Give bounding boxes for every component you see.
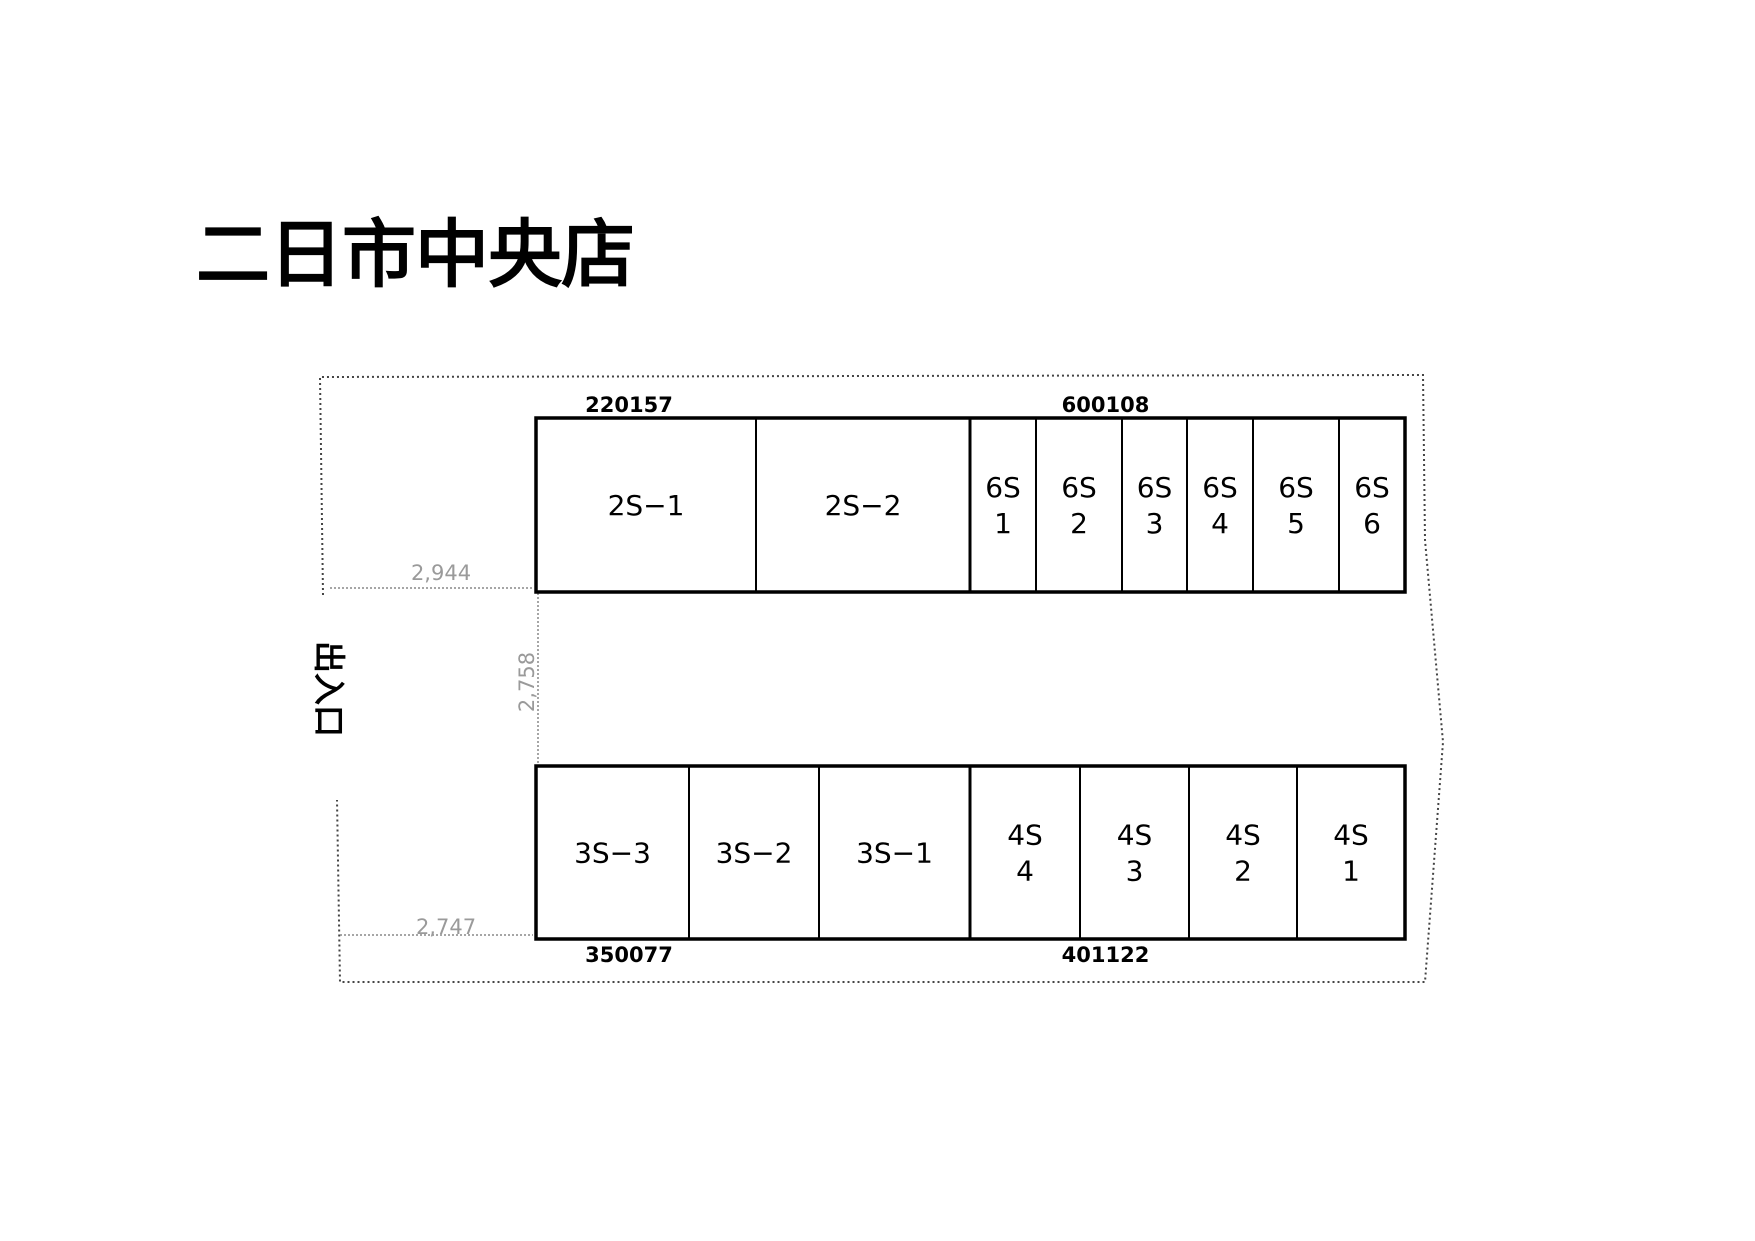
storage-unit[interactable]: 3S−2	[688, 765, 820, 940]
unit-outline	[1186, 417, 1254, 593]
unit-outline	[1079, 765, 1190, 940]
unit-outline	[1338, 417, 1406, 593]
unit-label: 3S−3	[574, 837, 651, 870]
unit-label: 3	[1126, 855, 1144, 888]
unit-label: 4S	[1333, 819, 1369, 852]
unit-label: 2S−2	[825, 489, 902, 522]
unit-label: 3S−1	[856, 837, 933, 870]
unit-outline	[969, 765, 1081, 940]
group-code-label: 600108	[1062, 393, 1150, 417]
storage-unit[interactable]: 6S3	[1121, 417, 1188, 593]
site-boundary	[318, 373, 1445, 983]
unit-label: 6S	[1278, 471, 1314, 504]
storage-unit[interactable]: 6S1	[969, 417, 1037, 593]
storage-unit[interactable]: 4S1	[1296, 765, 1406, 940]
storage-unit[interactable]: 6S5	[1252, 417, 1340, 593]
unit-label: 2	[1234, 855, 1252, 888]
unit-label: 4	[1016, 855, 1034, 888]
unit-label: 6S	[1354, 471, 1390, 504]
unit-label: 6	[1363, 507, 1381, 540]
unit-label: 6S	[1061, 471, 1097, 504]
unit-outline	[688, 765, 820, 940]
unit-label: 5	[1287, 507, 1305, 540]
unit-label: 6S	[1202, 471, 1238, 504]
unit-label: 4S	[1117, 819, 1153, 852]
storage-unit[interactable]: 4S3	[1079, 765, 1190, 940]
unit-label: 4S	[1007, 819, 1043, 852]
page-title: 二日市中央店	[196, 212, 635, 298]
unit-outline	[1121, 417, 1188, 593]
unit-label: 6S	[1137, 471, 1173, 504]
unit-label: 2S−1	[608, 489, 685, 522]
group-code-label: 401122	[1062, 943, 1150, 967]
unit-label: 4S	[1225, 819, 1261, 852]
unit-label: 1	[1342, 855, 1360, 888]
unit-label: 1	[994, 507, 1012, 540]
storage-unit[interactable]: 4S2	[1188, 765, 1298, 940]
storage-unit[interactable]: 2S−2	[755, 417, 971, 593]
unit-label: 6S	[985, 471, 1021, 504]
group-code-label: 220157	[585, 393, 673, 417]
storage-unit[interactable]: 4S4	[969, 765, 1081, 940]
unit-label: 4	[1211, 507, 1229, 540]
storage-unit[interactable]: 3S−1	[818, 765, 971, 940]
group-code-label: 350077	[585, 943, 673, 967]
unit-label: 3	[1146, 507, 1164, 540]
storage-unit[interactable]: 6S2	[1035, 417, 1123, 593]
unit-outline	[1252, 417, 1340, 593]
entrance-label: 出入口	[310, 641, 348, 737]
dimension-bottom-gap: 2,747	[416, 915, 476, 939]
unit-label: 2	[1070, 507, 1088, 540]
dimension-lines	[330, 587, 539, 936]
storage-unit[interactable]: 6S6	[1338, 417, 1406, 593]
dimension-aisle-width: 2,758	[515, 652, 539, 712]
unit-label: 3S−2	[716, 837, 793, 870]
storage-unit[interactable]: 3S−3	[535, 765, 690, 940]
unit-outline	[1188, 765, 1298, 940]
unit-outline	[818, 765, 971, 940]
unit-outline	[969, 417, 1037, 593]
unit-outline	[1296, 765, 1406, 940]
unit-outline	[1035, 417, 1123, 593]
storage-unit[interactable]: 6S4	[1186, 417, 1254, 593]
dimension-top-gap: 2,944	[411, 561, 471, 585]
storage-unit[interactable]: 2S−1	[535, 417, 757, 593]
